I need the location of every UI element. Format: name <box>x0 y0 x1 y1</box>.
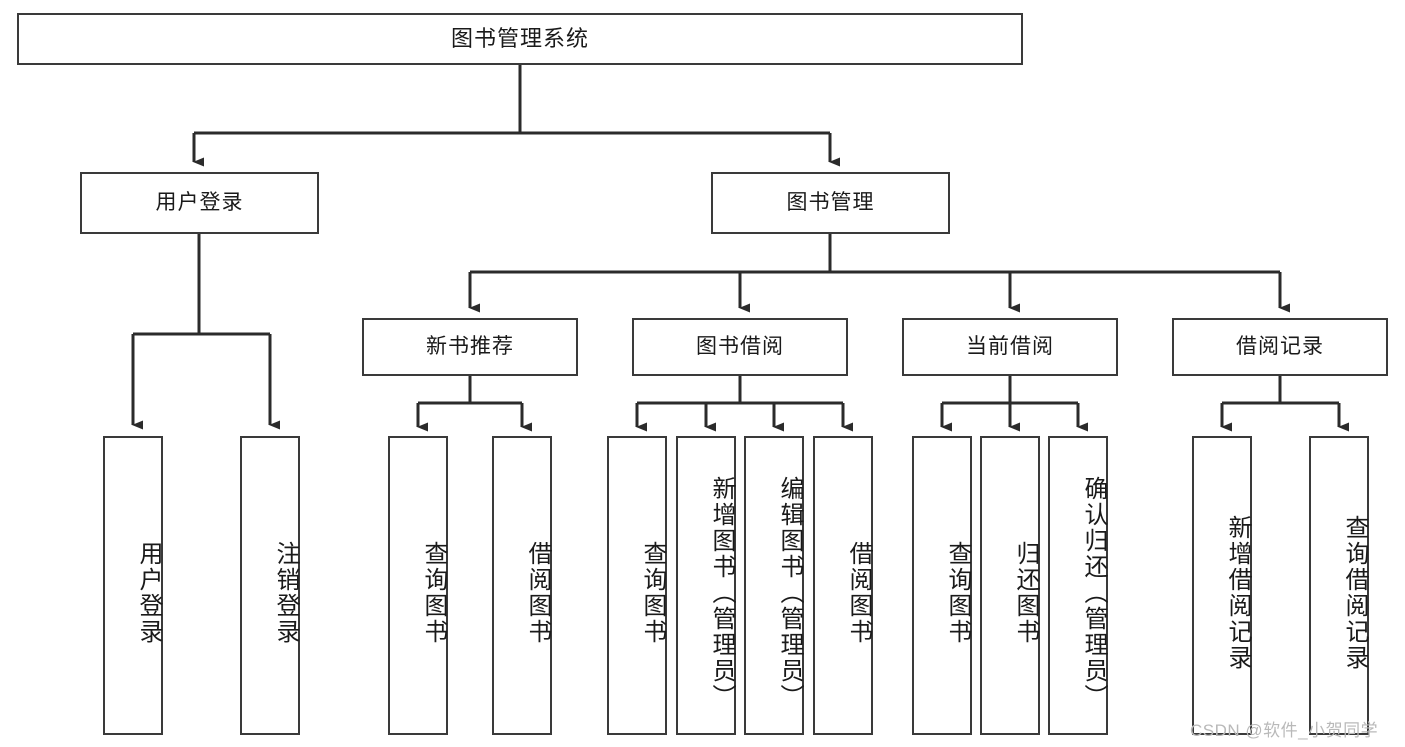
node-label: 编辑图书（管理员） <box>776 475 803 710</box>
node-label: 借阅记录 <box>1236 335 1324 359</box>
node-book-management[interactable]: 图书管理 <box>711 172 950 234</box>
node-label: 用户登录 <box>135 540 162 645</box>
leaf-user-login[interactable]: 用户登录 <box>103 436 163 735</box>
node-new-book-recommend[interactable]: 新书推荐 <box>362 318 578 376</box>
node-label: 注销登录 <box>272 540 299 645</box>
node-label: 借阅图书 <box>524 540 551 645</box>
leaf-logout-login[interactable]: 注销登录 <box>240 436 300 735</box>
node-label: 图书管理系统 <box>450 25 589 51</box>
node-book-borrow[interactable]: 图书借阅 <box>632 318 848 376</box>
leaf-query-book-current[interactable]: 查询图书 <box>912 436 972 735</box>
node-root-system[interactable]: 图书管理系统 <box>17 13 1023 65</box>
node-label: 当前借阅 <box>966 335 1054 359</box>
node-label: 查询图书 <box>639 540 666 645</box>
node-label: 新增借阅记录 <box>1224 514 1251 671</box>
leaf-confirm-return-admin[interactable]: 确认归还（管理员） <box>1048 436 1108 735</box>
node-label: 查询图书 <box>420 540 447 645</box>
leaf-query-borrow-record[interactable]: 查询借阅记录 <box>1309 436 1369 735</box>
leaf-return-book[interactable]: 归还图书 <box>980 436 1040 735</box>
leaf-query-book-borrow[interactable]: 查询图书 <box>607 436 667 735</box>
leaf-query-book-recommend[interactable]: 查询图书 <box>388 436 448 735</box>
node-label: 新书推荐 <box>426 335 514 359</box>
leaf-add-borrow-record[interactable]: 新增借阅记录 <box>1192 436 1252 735</box>
node-label: 图书借阅 <box>696 335 784 359</box>
leaf-edit-book-admin[interactable]: 编辑图书（管理员） <box>744 436 804 735</box>
node-label: 确认归还（管理员） <box>1080 475 1107 710</box>
leaf-borrow-book[interactable]: 借阅图书 <box>813 436 873 735</box>
node-label: 借阅图书 <box>845 540 872 645</box>
node-label: 新增图书（管理员） <box>708 475 735 710</box>
node-label: 查询借阅记录 <box>1341 514 1368 671</box>
node-label: 图书管理 <box>786 191 875 215</box>
leaf-add-book-admin[interactable]: 新增图书（管理员） <box>676 436 736 735</box>
node-label: 归还图书 <box>1012 540 1039 645</box>
node-current-borrow[interactable]: 当前借阅 <box>902 318 1118 376</box>
node-label: 查询图书 <box>944 540 971 645</box>
csdn-watermark: CSDN @软件_小贺同学 <box>1190 721 1379 740</box>
node-user-login[interactable]: 用户登录 <box>80 172 319 234</box>
node-borrow-record[interactable]: 借阅记录 <box>1172 318 1388 376</box>
leaf-borrow-book-recommend[interactable]: 借阅图书 <box>492 436 552 735</box>
node-label: 用户登录 <box>155 191 244 215</box>
